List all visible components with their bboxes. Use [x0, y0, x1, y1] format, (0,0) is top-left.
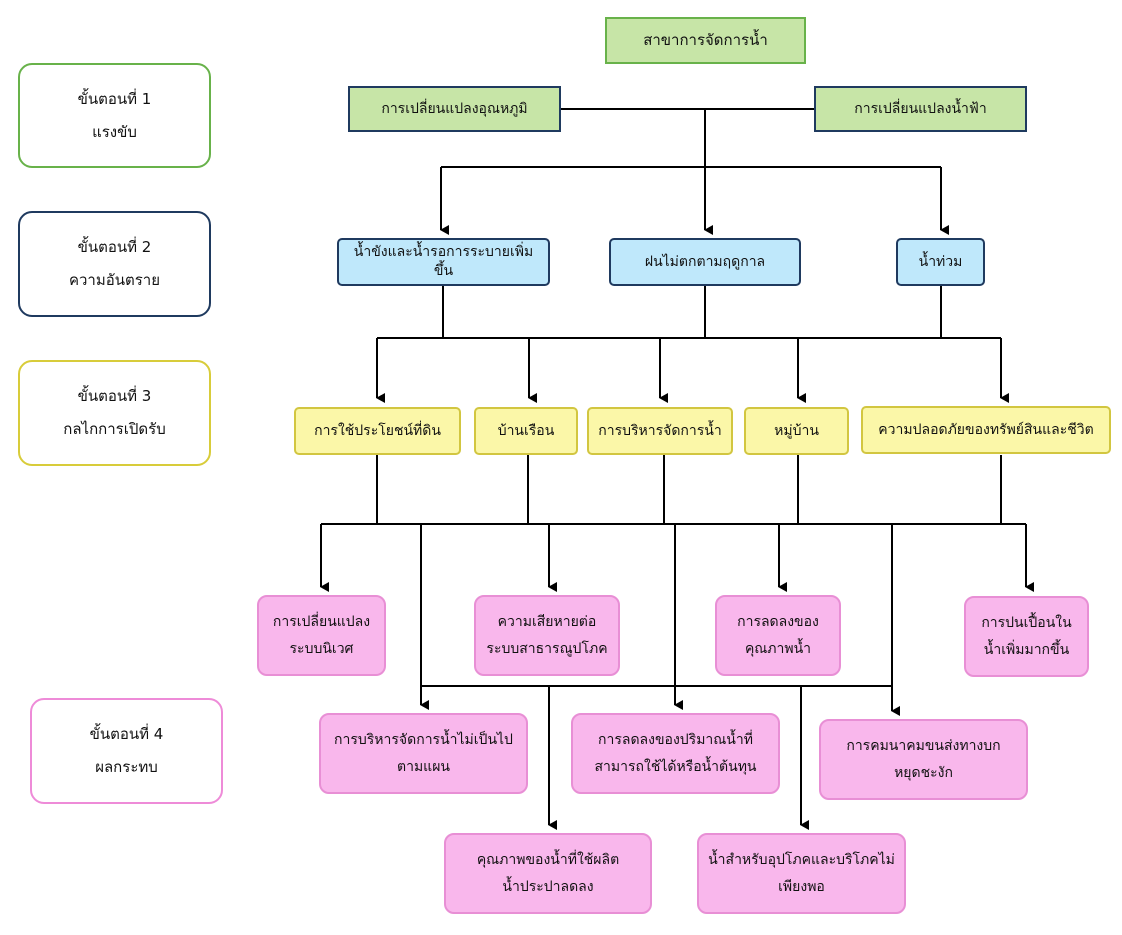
exposure-label: หมู่บ้าน	[774, 422, 819, 439]
impact-label: ความเสียหายต่อ ระบบสาธารณูปโภค	[486, 613, 608, 657]
exposure-water-management: การบริหารจัดการน้ำ	[587, 407, 733, 455]
impact-water-quality-decline: การลดลงของ คุณภาพน้ำ	[715, 595, 841, 676]
impact-label: น้ำสำหรับอุปโภคและบริโภคไม่ เพียงพอ	[708, 851, 895, 895]
exposure-property-safety: ความปลอดภัยของทรัพย์สินและชีวิต	[861, 406, 1111, 454]
step-2-box: ขั้นตอนที่ 2 ความอันตราย	[18, 211, 211, 317]
exposure-label: ความปลอดภัยของทรัพย์สินและชีวิต	[878, 421, 1094, 438]
impact-label: การบริหารจัดการน้ำไม่เป็นไป ตามแผน	[334, 731, 513, 775]
driver-label: การเปลี่ยนแปลงน้ำฟ้า	[854, 100, 987, 117]
exposure-label: การบริหารจัดการน้ำ	[598, 422, 722, 439]
step-1-label: ขั้นตอนที่ 1 แรงขับ	[77, 89, 152, 141]
impact-water-plan-failure: การบริหารจัดการน้ำไม่เป็นไป ตามแผน	[319, 713, 528, 794]
step-3-box: ขั้นตอนที่ 3 กลไกการเปิดรับ	[18, 360, 211, 466]
hazard-off-season-rain: ฝนไม่ตกตามฤดูกาล	[609, 238, 801, 286]
step-4-label: ขั้นตอนที่ 4 ผลกระทบ	[89, 725, 164, 776]
step-3-label: ขั้นตอนที่ 3 กลไกการเปิดรับ	[63, 387, 166, 438]
hazard-label: น้ำท่วม	[918, 253, 963, 270]
hazard-flood: น้ำท่วม	[896, 238, 985, 286]
exposure-label: บ้านเรือน	[497, 422, 555, 439]
impact-tap-water-quality: คุณภาพของน้ำที่ใช้ผลิต น้ำประปาลดลง	[444, 833, 652, 914]
impact-label: คุณภาพของน้ำที่ใช้ผลิต น้ำประปาลดลง	[476, 851, 620, 895]
exposure-houses: บ้านเรือน	[474, 407, 578, 455]
impact-available-water-decline: การลดลงของปริมาณน้ำที่ สามารถใช้ได้หรือน…	[571, 713, 780, 794]
impact-label: การลดลงของปริมาณน้ำที่ สามารถใช้ได้หรือน…	[594, 731, 757, 775]
impact-label: การคมนาคมขนส่งทางบก หยุดชะงัก	[846, 737, 1001, 781]
impact-label: การปนเปื้อนใน น้ำเพิ่มมากขึ้น	[981, 614, 1072, 658]
driver-temperature: การเปลี่ยนแปลงอุณหภูมิ	[348, 86, 561, 132]
hazard-label: ฝนไม่ตกตามฤดูกาล	[644, 253, 766, 270]
impact-contamination-increase: การปนเปื้อนใน น้ำเพิ่มมากขึ้น	[964, 596, 1089, 677]
impact-label: การลดลงของ คุณภาพน้ำ	[737, 613, 819, 657]
impact-ecosystem-change: การเปลี่ยนแปลง ระบบนิเวศ	[257, 595, 386, 676]
impact-water-shortage: น้ำสำหรับอุปโภคและบริโภคไม่ เพียงพอ	[697, 833, 906, 914]
title-box: สาขาการจัดการน้ำ	[605, 17, 806, 64]
exposure-land-use: การใช้ประโยชน์ที่ดิน	[294, 407, 461, 455]
step-1-box: ขั้นตอนที่ 1 แรงขับ	[18, 63, 211, 168]
impact-label: การเปลี่ยนแปลง ระบบนิเวศ	[272, 613, 371, 657]
hazard-label: น้ำขังและน้ำรอการระบายเพิ่มขึ้น	[353, 244, 534, 279]
step-2-label: ขั้นตอนที่ 2 ความอันตราย	[68, 238, 161, 289]
diagram-title: สาขาการจัดการน้ำ	[643, 31, 768, 50]
exposure-village: หมู่บ้าน	[744, 407, 849, 455]
exposure-label: การใช้ประโยชน์ที่ดิน	[314, 422, 441, 439]
impact-utility-damage: ความเสียหายต่อ ระบบสาธารณูปโภค	[474, 595, 620, 676]
hazard-waterlogging: น้ำขังและน้ำรอการระบายเพิ่มขึ้น	[337, 238, 550, 286]
driver-label: การเปลี่ยนแปลงอุณหภูมิ	[381, 100, 528, 117]
impact-transport-disruption: การคมนาคมขนส่งทางบก หยุดชะงัก	[819, 719, 1028, 800]
step-4-box: ขั้นตอนที่ 4 ผลกระทบ	[30, 698, 223, 804]
driver-precipitation: การเปลี่ยนแปลงน้ำฟ้า	[814, 86, 1027, 132]
